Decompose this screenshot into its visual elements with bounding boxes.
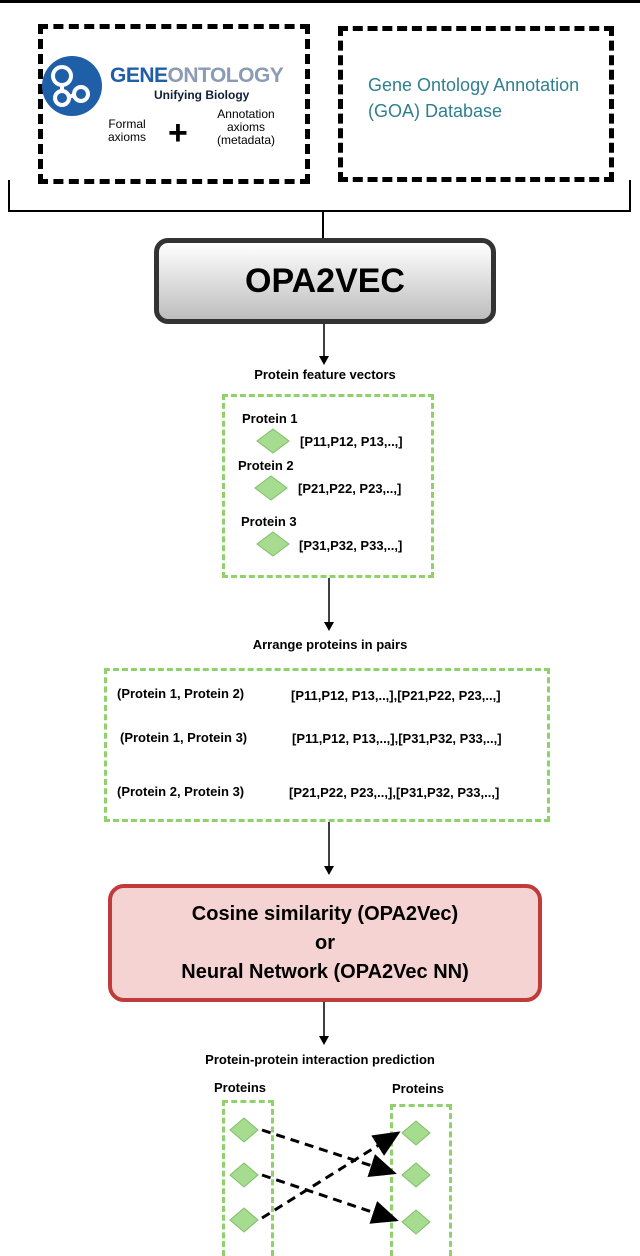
- pairs-box: [104, 668, 550, 822]
- protein-1-diamond-icon: [256, 428, 290, 454]
- pair-row-1-label: (Protein 1, Protein 2): [117, 686, 245, 701]
- formal-axioms-line1: Formal: [108, 117, 146, 131]
- model-line-2: or: [315, 931, 335, 954]
- protein-3-vector: [P31,P32, P33,..,]: [299, 538, 403, 553]
- model-line-3: Neural Network (OPA2Vec NN): [181, 960, 469, 983]
- right-protein-3-diamond-icon: [401, 1209, 431, 1235]
- pair-row-3-vectors: [P21,P22, P23,..,],[P31,P32, P33,..,]: [289, 785, 500, 800]
- formal-axioms-label: Formal axioms: [108, 118, 146, 144]
- pair-row-2-label: (Protein 1, Protein 3): [120, 730, 248, 745]
- interaction-edge-2: [261, 1173, 399, 1224]
- pairs-title: Arrange proteins in pairs: [252, 637, 408, 652]
- left-protein-3-diamond-icon: [229, 1207, 259, 1233]
- protein-3-diamond-icon: [256, 531, 290, 557]
- goa-line1: Gene Ontology Annotation: [368, 75, 580, 95]
- right-protein-1-diamond-icon: [401, 1120, 431, 1146]
- pair-row-2-vectors: [P11,P12, P13,..,],[P31,P32, P33,..,]: [292, 731, 502, 746]
- go-logo-wordmark: GENEONTOLOGY: [110, 64, 284, 88]
- pair-row-3-label: (Protein 2, Protein 3): [117, 784, 245, 799]
- annotation-axioms-line2: axioms: [226, 120, 265, 134]
- annotation-axioms-label: Annotation axioms (metadata): [206, 108, 286, 147]
- arrow-model-to-prediction: [319, 1002, 329, 1045]
- protein-2-vector: [P21,P22, P23,..,]: [298, 481, 402, 496]
- gene-ontology-logo-icon: [42, 56, 102, 116]
- arrow-opa2vec-to-vectors: [319, 324, 329, 365]
- arrow-vectors-to-pairs: [324, 578, 334, 631]
- protein-1-name: Protein 1: [242, 411, 298, 426]
- interaction-edge-3: [261, 1131, 401, 1220]
- plus-sign: +: [168, 114, 188, 152]
- left-protein-2-diamond-icon: [229, 1162, 259, 1188]
- goa-database-label: Gene Ontology Annotation (GOA) Database: [368, 72, 579, 124]
- top-rule: [0, 0, 640, 3]
- left-proteins-box: [222, 1100, 274, 1256]
- protein-2-name: Protein 2: [238, 458, 294, 473]
- right-protein-2-diamond-icon: [401, 1162, 431, 1188]
- goa-line2: (GOA) Database: [368, 101, 503, 121]
- right-proteins-label: Proteins: [392, 1081, 445, 1096]
- annotation-axioms-line3: (metadata): [216, 133, 276, 147]
- pair-row-1-vectors: [P11,P12, P13,..,],[P21,P22, P23,..,]: [291, 688, 501, 703]
- interaction-edge-1: [261, 1128, 397, 1177]
- feature-vectors-title: Protein feature vectors: [254, 367, 396, 382]
- prediction-title: Protein-protein interaction prediction: [205, 1052, 435, 1067]
- right-proteins-box: [390, 1104, 452, 1256]
- go-tagline: Unifying Biology: [154, 88, 250, 102]
- model-box: Cosine similarity (OPA2Vec) or Neural Ne…: [108, 884, 542, 1002]
- interaction-graph: [229, 1117, 431, 1235]
- arrow-pairs-to-model: [324, 822, 334, 875]
- go-word-gene: GENE: [110, 64, 168, 87]
- go-word-ontology: ONTOLOGY: [167, 64, 284, 87]
- annotation-axioms-line1: Annotation: [217, 107, 275, 121]
- protein-3-name: Protein 3: [241, 514, 297, 529]
- protein-1-vector: [P11,P12, P13,..,]: [300, 434, 403, 449]
- protein-2-diamond-icon: [254, 475, 288, 501]
- feature-vectors-box: [222, 394, 434, 578]
- left-proteins-label: Proteins: [214, 1080, 267, 1095]
- sources-bracket: [8, 180, 631, 240]
- left-protein-1-diamond-icon: [229, 1117, 259, 1143]
- formal-axioms-line2: axioms: [108, 130, 147, 144]
- gene-ontology-box: [38, 24, 310, 184]
- goa-database-box: [338, 26, 614, 182]
- model-line-1: Cosine similarity (OPA2Vec): [191, 902, 459, 925]
- opa2vec-box: OPA2VEC: [154, 238, 496, 324]
